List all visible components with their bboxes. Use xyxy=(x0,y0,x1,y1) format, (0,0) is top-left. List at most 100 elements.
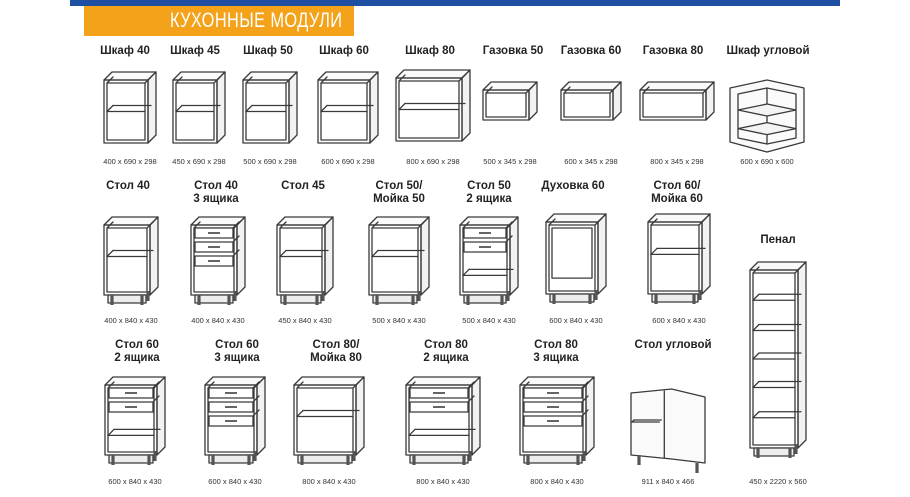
cabinet-drawing xyxy=(729,79,805,153)
shelf-edge xyxy=(462,268,470,277)
inner-edge xyxy=(594,218,602,226)
module-name: Газовка 80 xyxy=(642,45,704,57)
module-dimensions: 500 x 345 x 298 xyxy=(483,157,537,166)
shelf-edge xyxy=(320,104,328,113)
front-frame xyxy=(519,384,587,456)
inner-frame xyxy=(106,227,148,293)
leg xyxy=(211,455,215,465)
drawer-edge xyxy=(581,395,589,403)
shelf-edge xyxy=(371,249,379,258)
inner-edge xyxy=(371,221,379,229)
module-name: Шкаф 80 xyxy=(405,45,455,57)
drawer-edge xyxy=(152,395,160,403)
shelf-edge xyxy=(650,247,658,256)
shelf-edge xyxy=(752,293,760,301)
side-face xyxy=(236,216,246,296)
leg xyxy=(247,455,251,465)
top-face xyxy=(395,69,471,79)
leg xyxy=(375,295,379,305)
side-face xyxy=(797,261,807,449)
plinth xyxy=(549,293,595,303)
side-face xyxy=(149,216,159,296)
shelf-edge xyxy=(752,380,760,389)
leg xyxy=(140,295,144,305)
module-name: Стол 45 xyxy=(281,180,325,192)
shelf-edge xyxy=(296,409,304,418)
inner-edge xyxy=(146,221,154,229)
front-frame xyxy=(647,221,703,295)
leg xyxy=(588,294,592,304)
leg xyxy=(500,295,504,305)
inner-edge xyxy=(106,76,114,84)
shelf-edge xyxy=(752,323,760,332)
module-dimensions: 450 x 2220 x 560 xyxy=(749,477,807,486)
cabinet-drawing xyxy=(459,216,519,305)
top-face xyxy=(317,71,379,81)
drawer-edge xyxy=(467,395,475,403)
inner-frame xyxy=(642,92,704,118)
module-name: Шкаф 50 xyxy=(243,45,293,57)
module-dimensions: 911 x 840 x 466 xyxy=(641,477,695,486)
module-dimensions: 400 x 840 x 430 xyxy=(191,316,245,325)
module-dimensions: 500 x 840 x 430 xyxy=(462,316,516,325)
inner-edge xyxy=(233,221,241,229)
module-dimensions: 600 x 840 x 430 xyxy=(549,316,603,325)
leg xyxy=(147,455,151,465)
front-frame xyxy=(545,221,599,295)
side-face xyxy=(369,71,379,144)
module-dimensions: 600 x 840 x 430 xyxy=(208,477,262,486)
module-dimensions: 500 x 690 x 298 xyxy=(243,157,297,166)
inner-edge xyxy=(253,381,261,389)
inner-edge xyxy=(320,76,328,84)
drawer-edge xyxy=(232,235,240,243)
inner-frame xyxy=(279,227,323,293)
cabinet-drawing xyxy=(368,216,430,305)
drawer-edge xyxy=(467,381,475,389)
leg xyxy=(315,295,319,305)
leg xyxy=(283,295,287,305)
front-frame xyxy=(749,269,799,449)
inner-frame xyxy=(320,82,368,141)
module-dimensions: 800 x 690 x 298 xyxy=(406,157,460,166)
leg xyxy=(253,451,257,461)
inner-frame xyxy=(106,82,146,141)
leg xyxy=(654,294,658,304)
leg xyxy=(698,290,702,300)
leg xyxy=(695,463,699,473)
leg xyxy=(352,451,356,461)
front-frame xyxy=(103,79,149,144)
inner-edge xyxy=(106,221,114,229)
top-face xyxy=(749,261,807,271)
inner-frame xyxy=(175,82,215,141)
leg xyxy=(637,455,641,465)
inner-edge xyxy=(702,86,710,94)
leg xyxy=(411,295,415,305)
leg xyxy=(321,291,325,301)
cabinet-drawing xyxy=(103,216,159,305)
drawer-edge xyxy=(232,221,240,229)
module-dimensions: 600 x 840 x 430 xyxy=(108,477,162,486)
inner-edge xyxy=(752,266,760,274)
plinth xyxy=(651,293,699,303)
page-title: КУХОННЫЕ МОДУЛИ xyxy=(170,9,343,32)
drawer-handle xyxy=(208,232,220,234)
drawer-edge xyxy=(252,409,260,417)
cabinet-drawing xyxy=(293,376,365,465)
front-frame xyxy=(293,384,357,456)
leg xyxy=(466,295,470,305)
inner-edge xyxy=(144,76,152,84)
cabinet-drawing xyxy=(103,71,157,144)
cabinet-drawing xyxy=(190,216,246,305)
leg xyxy=(111,455,115,465)
inner-frame xyxy=(563,92,611,118)
leg xyxy=(552,294,556,304)
inner-edge xyxy=(366,76,374,84)
side-face xyxy=(420,216,430,296)
module-name: Шкаф 40 xyxy=(100,45,150,57)
side-face xyxy=(701,213,711,295)
drawer-handle xyxy=(433,392,445,394)
drawer-handle xyxy=(433,406,445,408)
corner-shelf xyxy=(737,103,797,117)
